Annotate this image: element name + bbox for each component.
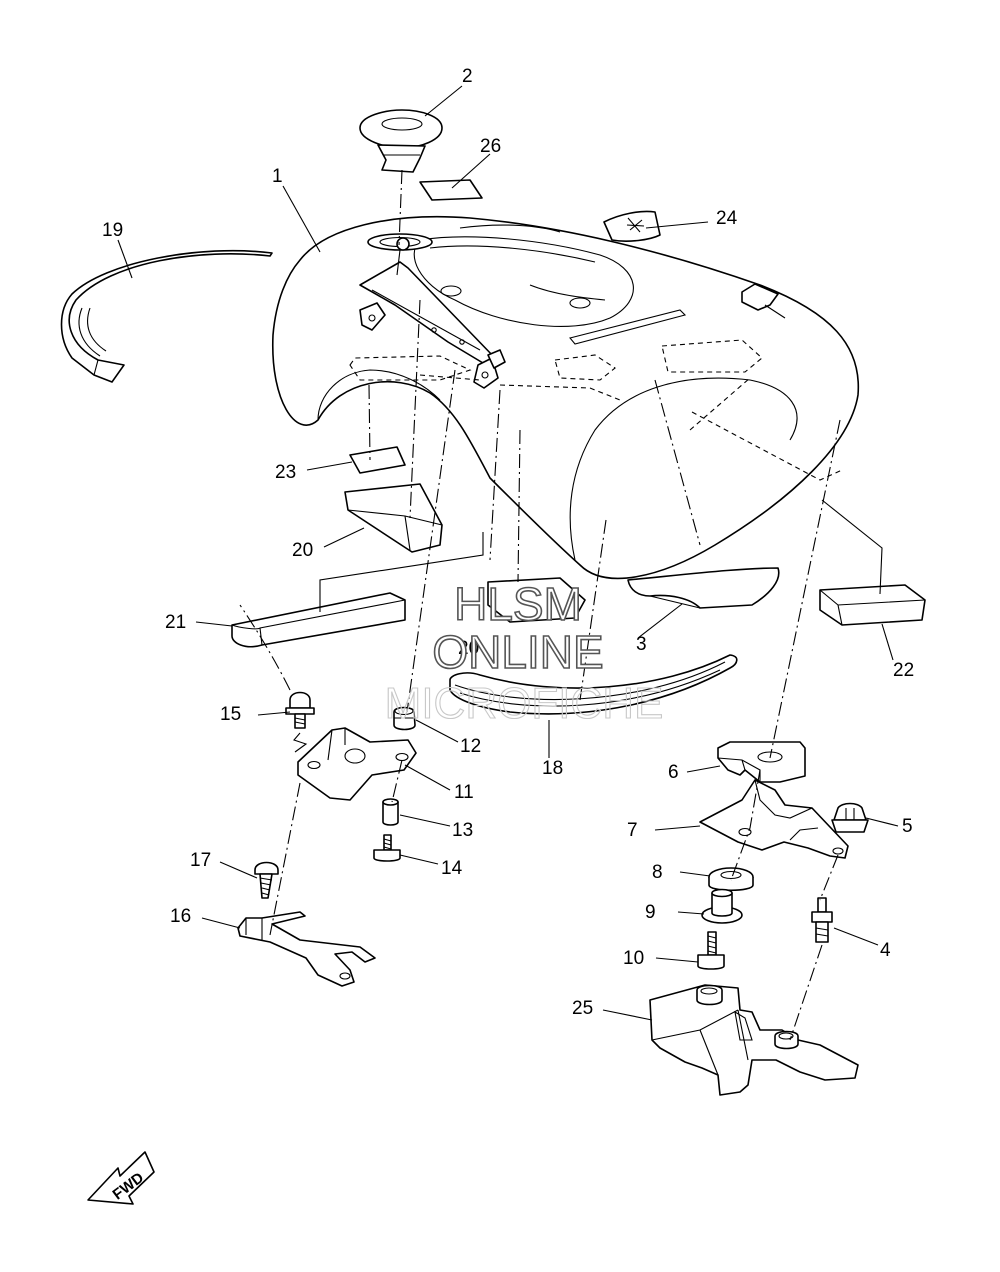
grommet-12 <box>393 706 416 731</box>
damper-20-center <box>487 577 586 623</box>
trim-18 <box>449 654 738 715</box>
callout-9: 9 <box>645 902 656 923</box>
callout-11: 11 <box>454 782 474 803</box>
screw-17 <box>254 861 279 899</box>
watermark-line2: ONLINE <box>432 626 603 678</box>
callout-1: 1 <box>272 166 283 187</box>
callout-23: 23 <box>275 462 296 483</box>
grommet-8 <box>708 867 754 892</box>
damper-20-left <box>344 483 443 553</box>
callout-7: 7 <box>627 820 638 841</box>
nut-5 <box>831 802 869 833</box>
callout-20-center: 20 <box>458 638 479 659</box>
bolt-10 <box>697 931 725 970</box>
callout-14: 14 <box>441 858 463 879</box>
callout-2: 2 <box>462 66 473 87</box>
callout-4: 4 <box>880 940 891 961</box>
collar-9 <box>701 888 743 924</box>
callout-13: 13 <box>452 820 473 841</box>
bracket-25 <box>649 984 859 1096</box>
callout-18: 18 <box>542 758 563 779</box>
gauge-bracket <box>359 237 506 389</box>
bolt-15 <box>285 691 315 729</box>
fuel-tank <box>272 215 860 580</box>
watermark-line3: MICROFICHE <box>385 679 664 728</box>
watermark-line1: HLSM <box>454 578 582 630</box>
spring-symbol <box>293 732 308 753</box>
stud-4 <box>811 897 833 943</box>
fwd-arrow-icon <box>87 1151 155 1205</box>
callout-5: 5 <box>902 816 913 837</box>
damper-6 <box>717 741 806 783</box>
fwd-arrow: FWD <box>87 1151 155 1205</box>
callout-8: 8 <box>652 862 663 883</box>
emblem-24 <box>603 210 661 242</box>
fuel-cap <box>359 109 443 173</box>
callout-12: 12 <box>460 736 481 757</box>
callout-22: 22 <box>893 660 914 681</box>
collar-13 <box>382 798 399 826</box>
bracket-7 <box>699 779 849 859</box>
callout-6: 6 <box>668 762 679 783</box>
side-cover-3 <box>627 567 780 609</box>
label-26 <box>419 179 483 201</box>
assembly-lines <box>239 169 841 1041</box>
bracket-11 <box>297 727 417 801</box>
callout-19: 19 <box>102 220 123 241</box>
callout-10: 10 <box>623 948 644 969</box>
callout-3: 3 <box>636 634 647 655</box>
callout-15: 15 <box>220 704 241 725</box>
callout-16: 16 <box>170 906 191 927</box>
callout-24: 24 <box>716 208 738 229</box>
callout-17: 17 <box>190 850 211 871</box>
bolt-14 <box>373 834 401 862</box>
callout-20: 20 <box>292 540 313 561</box>
callout-26: 26 <box>480 136 501 157</box>
side-trim-19 <box>60 249 273 383</box>
callout-numbers: 2 26 1 19 24 23 20 21 20 3 22 15 12 18 1… <box>102 66 914 1019</box>
stay-16 <box>237 911 376 987</box>
damper-23 <box>349 446 406 474</box>
damper-22 <box>819 584 926 626</box>
watermark: HLSM ONLINE MICROFICHE <box>384 577 664 728</box>
callout-25: 25 <box>572 998 593 1019</box>
callout-21: 21 <box>165 612 186 633</box>
damper-21 <box>231 592 406 648</box>
leader-lines <box>117 85 899 1021</box>
